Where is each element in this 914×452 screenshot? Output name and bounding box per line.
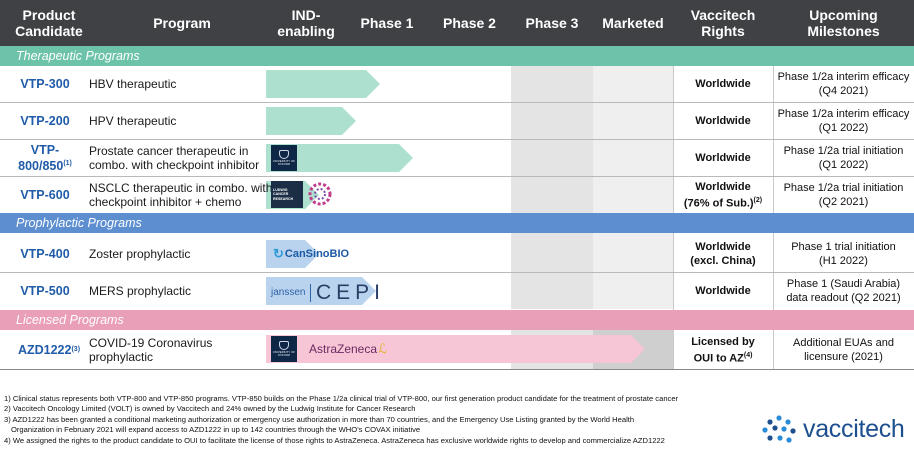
pipeline-progress-bar: [266, 107, 356, 135]
cansinobio-logo-text: CanSinoBIO: [284, 248, 350, 260]
marketed-column-shade: [593, 233, 673, 309]
candidate-vtp-200: VTP-200: [20, 114, 70, 128]
oxford-logo-text: UNIVERSITY OF OXFORD: [272, 160, 296, 166]
section-prophylactic-programs: Prophylactic Programs: [0, 213, 914, 233]
footnote-ref: (1): [63, 159, 72, 167]
candidate-vtp-600: VTP-600: [20, 188, 70, 202]
rights-worldwide-excl-china: Worldwide (excl. China): [673, 236, 773, 272]
row-divider: [0, 176, 914, 177]
row-divider: [0, 272, 914, 273]
candidate-azd1222: AZD1222(3): [0, 331, 98, 369]
rights-line-2: OUI to AZ(4): [694, 349, 753, 366]
oxford-crest-icon: UNIVERSITY OF OXFORD: [271, 145, 297, 171]
rights-line-1: Worldwide: [695, 241, 751, 253]
footnote-ref: (2): [753, 196, 763, 204]
program-covid-19-prophylactic: COVID-19 Coronavirus prophylactic: [89, 336, 213, 364]
ludwig-logo-text: LUDWIG CANCER RESEARCH: [271, 181, 303, 208]
candidate-line-1: VTP-: [30, 142, 60, 157]
header-phase-2: Phase 2: [443, 15, 496, 31]
astrazeneca-logo-text: AstraZeneca: [309, 342, 378, 356]
pipeline-progress-bar: [266, 277, 376, 305]
milestone-text: Phase 1/2a trial initiation (Q2 2021): [783, 182, 904, 208]
astrazeneca-symbol-icon: ℒ: [378, 341, 388, 356]
rights-worldwide-76: Worldwide (76% of Sub.)(2): [673, 177, 773, 213]
candidate-number: 800/850: [18, 159, 64, 174]
header-phase-1: Phase 1: [360, 15, 414, 31]
pipeline-progress-bar: [266, 70, 380, 98]
ludwig-logo: LUDWIG CANCER RESEARCH: [271, 181, 333, 208]
header-ind-enabling: IND- enabling: [277, 7, 335, 39]
footnote-1: 1) Clinical status represents both VTP-8…: [4, 394, 679, 403]
milestone-text: Additional EUAs and licensure (2021): [793, 337, 894, 363]
janssen-logo-text: janssen: [271, 287, 306, 298]
footnote-ref: (3): [71, 346, 81, 353]
milestone-text: Phase 1 trial initiation (H1 2022): [791, 241, 896, 267]
pipeline-progress-bar: [266, 144, 413, 172]
program-hbv-therapeutic: HBV therapeutic: [89, 77, 177, 91]
program-mers-prophylactic: MERS prophylactic: [89, 284, 192, 298]
candidate-line-2: 800/850(1): [18, 157, 72, 173]
rights-worldwide: Worldwide: [695, 78, 751, 90]
rights-share: (76% of Sub.): [683, 197, 754, 210]
footnote-4: 4) We assigned the rights to the product…: [4, 435, 665, 445]
milestone-text: Phase 1/2a interim efficacy (Q1 2022): [777, 108, 910, 134]
row-divider: [0, 102, 914, 103]
candidate-number: AZD1222: [17, 343, 72, 357]
table-bottom-border: [0, 369, 914, 370]
program-zoster-prophylactic: Zoster prophylactic: [89, 247, 191, 261]
pipeline-progress-bar: [266, 240, 319, 268]
phase3-column-shade: [511, 233, 593, 309]
oxford-astrazeneca-logos: UNIVERSITY OF OXFORD AstraZeneca ℒ: [271, 336, 387, 362]
rights-line-1: Worldwide: [695, 180, 751, 193]
rights-licensed-oui-az: Licensed by OUI to AZ(4): [673, 331, 773, 369]
program-prostate-cancer: Prostate cancer therapeutic in combo. wi…: [89, 144, 260, 172]
rights-line-1: Licensed by: [691, 335, 755, 348]
logo-divider: [310, 284, 311, 302]
header-vaccitech-rights: Vaccitech Rights: [690, 7, 756, 39]
header-program: Program: [153, 15, 211, 31]
vaccitech-dots-icon: [762, 415, 796, 443]
header-upcoming-milestones: Upcoming Milestones: [807, 7, 880, 39]
vaccitech-logo: vaccitech: [761, 414, 905, 444]
candidate-vtp-300: VTP-300: [20, 77, 70, 91]
program-hpv-therapeutic: HPV therapeutic: [89, 114, 177, 128]
header-marketed: Marketed: [602, 15, 664, 31]
oxford-logo-text: UNIVERSITY OF OXFORD: [272, 351, 296, 357]
footnotes: 1) Clinical status represents both VTP-8…: [4, 394, 744, 446]
milestone-text: Phase 1/2a trial initiation (Q1 2022): [783, 145, 904, 171]
section-therapeutic-programs: Therapeutic Programs: [0, 46, 914, 66]
header-product-candidate: Product Candidate: [15, 7, 83, 39]
rights-line-2: (excl. China): [690, 255, 756, 267]
rights-worldwide: Worldwide: [695, 152, 751, 164]
candidate-vtp-400: VTP-400: [20, 247, 70, 261]
footnote-3: 3) AZD1222 has been granted a conditiona…: [4, 414, 635, 424]
rights-licensee: OUI to AZ: [693, 352, 744, 365]
ludwig-swirl-icon: [308, 182, 332, 206]
vaccitech-wordmark: vaccitech: [803, 414, 905, 443]
footnote-3-continued: Organization in February 2021 will expan…: [11, 425, 421, 435]
pipeline-progress-bar: [266, 335, 645, 363]
milestone-text: Phase 1/2a interim efficacy (Q4 2021): [777, 71, 910, 97]
milestone-text: Phase 1 (Saudi Arabia) data readout (Q2 …: [786, 278, 901, 304]
candidate-vtp-500: VTP-500: [20, 284, 70, 298]
rights-line-2: (76% of Sub.)(2): [684, 194, 762, 211]
cepi-logo-text: CEPI: [316, 281, 386, 304]
cansino-mark-icon: ↻: [273, 246, 284, 261]
header-phase-3: Phase 3: [525, 15, 579, 31]
row-divider: [0, 139, 914, 140]
oxford-crest-icon: UNIVERSITY OF OXFORD: [271, 336, 297, 362]
rights-worldwide: Worldwide: [695, 115, 751, 127]
janssen-cepi-logos: janssen CEPI: [271, 281, 385, 305]
cansinobio-logo: ↻ CanSinoBIO: [273, 246, 349, 262]
rights-worldwide: Worldwide: [695, 285, 751, 297]
footnote-ref: (4): [743, 351, 753, 359]
footnote-2: 2) Vaccitech Oncology Limited (VOLT) is …: [4, 404, 416, 414]
section-licensed-programs: Licensed Programs: [0, 310, 914, 330]
candidate-vtp-800-850: VTP- 800/850(1): [0, 140, 90, 176]
table-header: Product Candidate Program IND- enabling …: [0, 0, 914, 46]
oxford-logo: UNIVERSITY OF OXFORD: [271, 145, 297, 171]
program-nsclc-therapeutic: NSCLC therapeutic in combo. with checkpo…: [89, 181, 273, 209]
